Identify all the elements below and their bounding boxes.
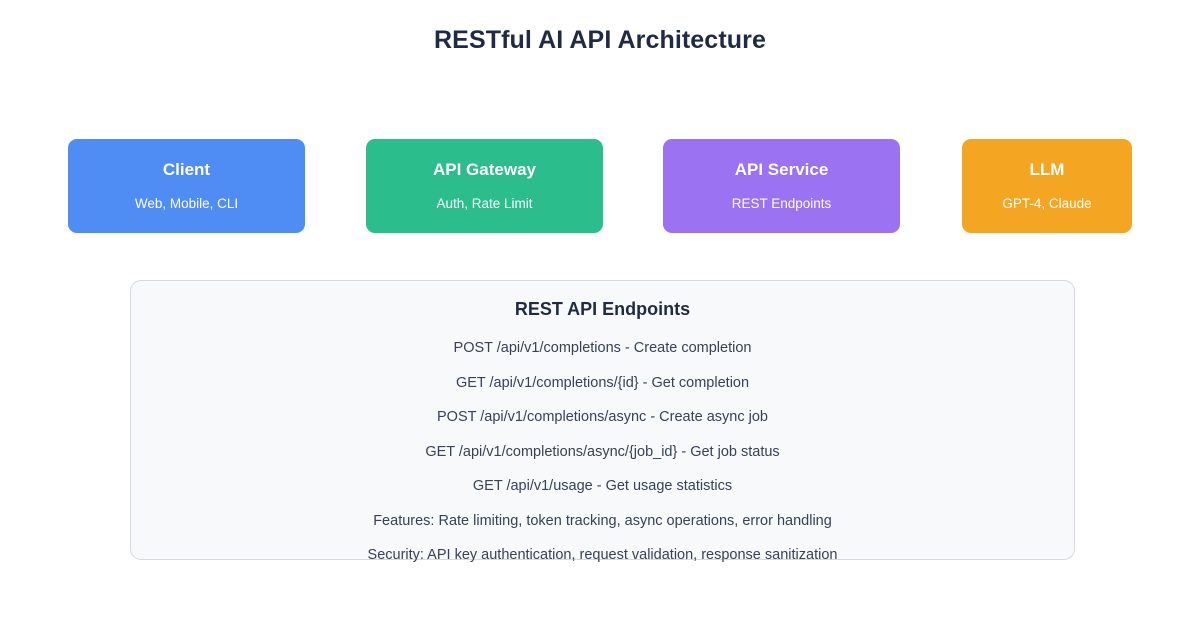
endpoint-line: GET /api/v1/completions/{id} - Get compl… bbox=[455, 374, 750, 391]
flow-node-llm-subtitle: GPT-4, Claude bbox=[1002, 196, 1092, 212]
flow-node-llm[interactable]: LLM GPT-4, Claude bbox=[962, 139, 1132, 233]
endpoint-line: POST /api/v1/completions - Create comple… bbox=[453, 340, 752, 356]
flow-node-api-service-subtitle: REST Endpoints bbox=[731, 196, 832, 212]
endpoints-list: POST /api/v1/completions - Create comple… bbox=[131, 341, 1074, 563]
flow-node-api-gateway-title: API Gateway bbox=[433, 160, 536, 180]
endpoint-line-features: Features: Rate limiting, token tracking,… bbox=[373, 512, 832, 529]
page-title: RESTful AI API Architecture bbox=[434, 26, 766, 54]
endpoint-line: GET /api/v1/usage - Get usage statistics bbox=[472, 478, 733, 494]
endpoint-line-security: Security: API key authentication, reques… bbox=[367, 547, 838, 563]
endpoint-line: POST /api/v1/completions/async - Create … bbox=[437, 409, 768, 425]
flow-node-api-service[interactable]: API Service REST Endpoints bbox=[663, 139, 900, 233]
flow-node-llm-title: LLM bbox=[1029, 160, 1065, 180]
flow-node-client-title: Client bbox=[162, 160, 211, 180]
architecture-flow-row: Client Web, Mobile, CLI API Gateway Auth… bbox=[0, 139, 1200, 338]
flow-node-client-subtitle: Web, Mobile, CLI bbox=[134, 196, 239, 212]
flow-node-client[interactable]: Client Web, Mobile, CLI bbox=[68, 139, 305, 233]
flow-node-api-service-title: API Service bbox=[734, 160, 829, 180]
endpoints-panel-heading: REST API Endpoints bbox=[514, 299, 691, 319]
rest-api-endpoints-panel: REST API Endpoints POST /api/v1/completi… bbox=[130, 280, 1075, 563]
flow-node-api-gateway-subtitle: Auth, Rate Limit bbox=[436, 196, 533, 212]
flow-node-api-gateway[interactable]: API Gateway Auth, Rate Limit bbox=[366, 139, 603, 233]
endpoint-line: GET /api/v1/completions/async/{job_id} -… bbox=[425, 443, 780, 460]
